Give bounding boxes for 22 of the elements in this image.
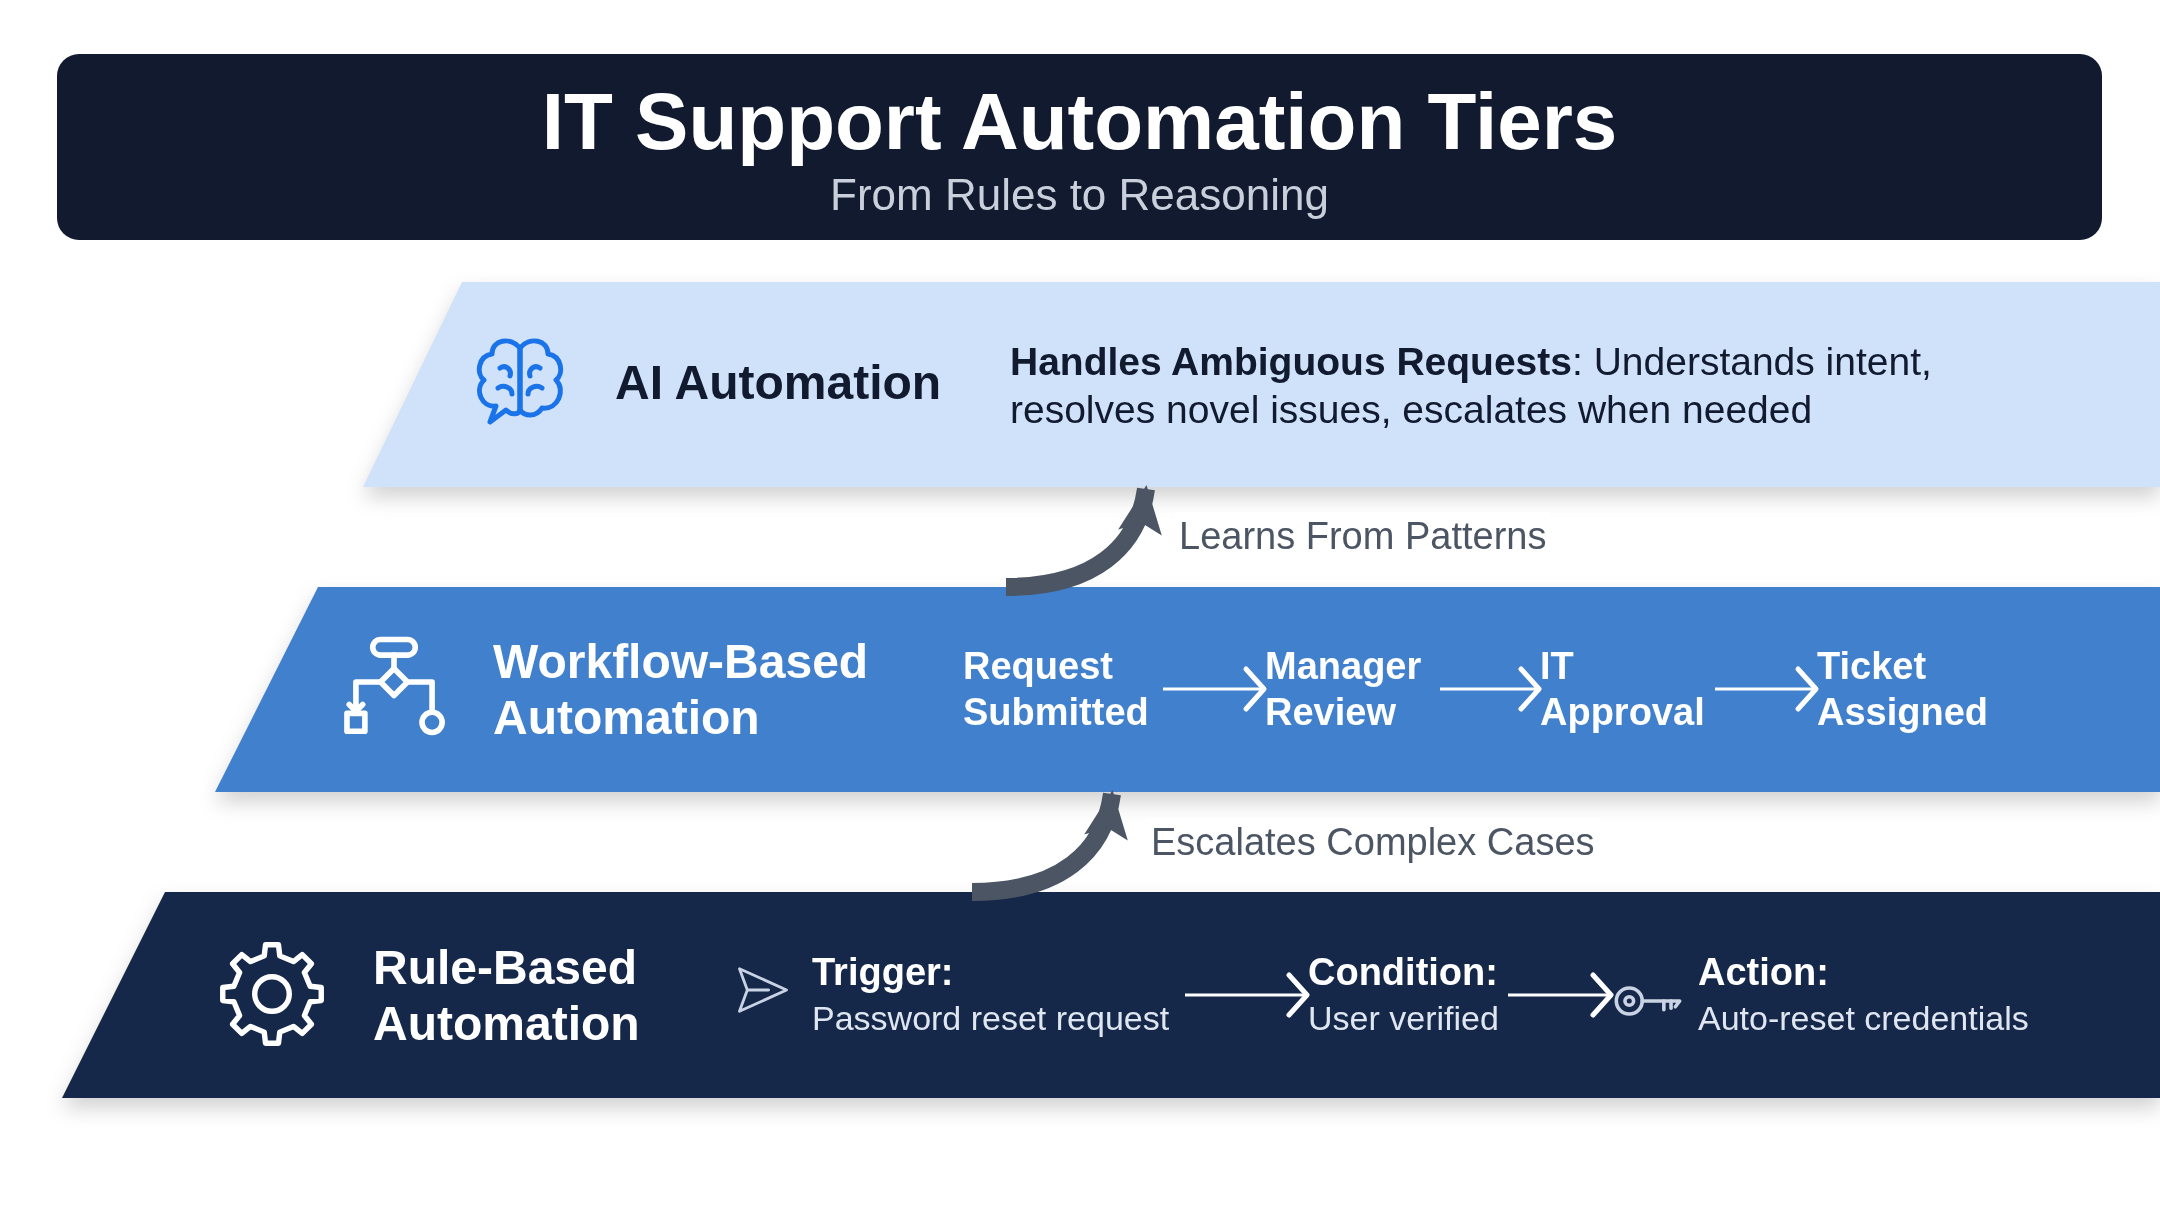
tier-title: Workflow-Based Automation xyxy=(493,634,870,746)
step-label: IT Approval xyxy=(1540,643,1715,735)
step-detail: Auto-reset credentials xyxy=(1698,998,2029,1039)
step-heading: Action: xyxy=(1698,950,1829,994)
step-heading: Trigger: xyxy=(812,950,954,994)
chevron-arrow xyxy=(1715,666,1819,712)
chevron-arrow xyxy=(1185,972,1310,1018)
step-label: Manager Review xyxy=(1265,643,1440,735)
chevron-arrow xyxy=(1508,972,1614,1018)
tier-title: Rule-Based Automation xyxy=(373,940,641,1052)
tier-description: Handles Ambiguous Requests: Understands intent, resolves novel issues, escalates when needed xyxy=(1010,339,1933,433)
step-label: Ticket Assigned xyxy=(1817,643,2007,735)
subtitle: From Rules to Reasoning xyxy=(829,170,1330,220)
chevron-arrow xyxy=(1163,666,1267,712)
chevron-arrow xyxy=(1440,666,1542,712)
step-detail: Password reset request xyxy=(812,998,1170,1039)
diagram-title: IT Support Automation Tiers xyxy=(540,76,1619,168)
tier-title: AI Automation xyxy=(615,355,943,411)
step-label: Request Submitted xyxy=(963,643,1163,735)
curved-arrow xyxy=(971,790,1126,901)
step-detail: User verified xyxy=(1308,998,1499,1039)
step-heading: Condition: xyxy=(1308,950,1498,994)
